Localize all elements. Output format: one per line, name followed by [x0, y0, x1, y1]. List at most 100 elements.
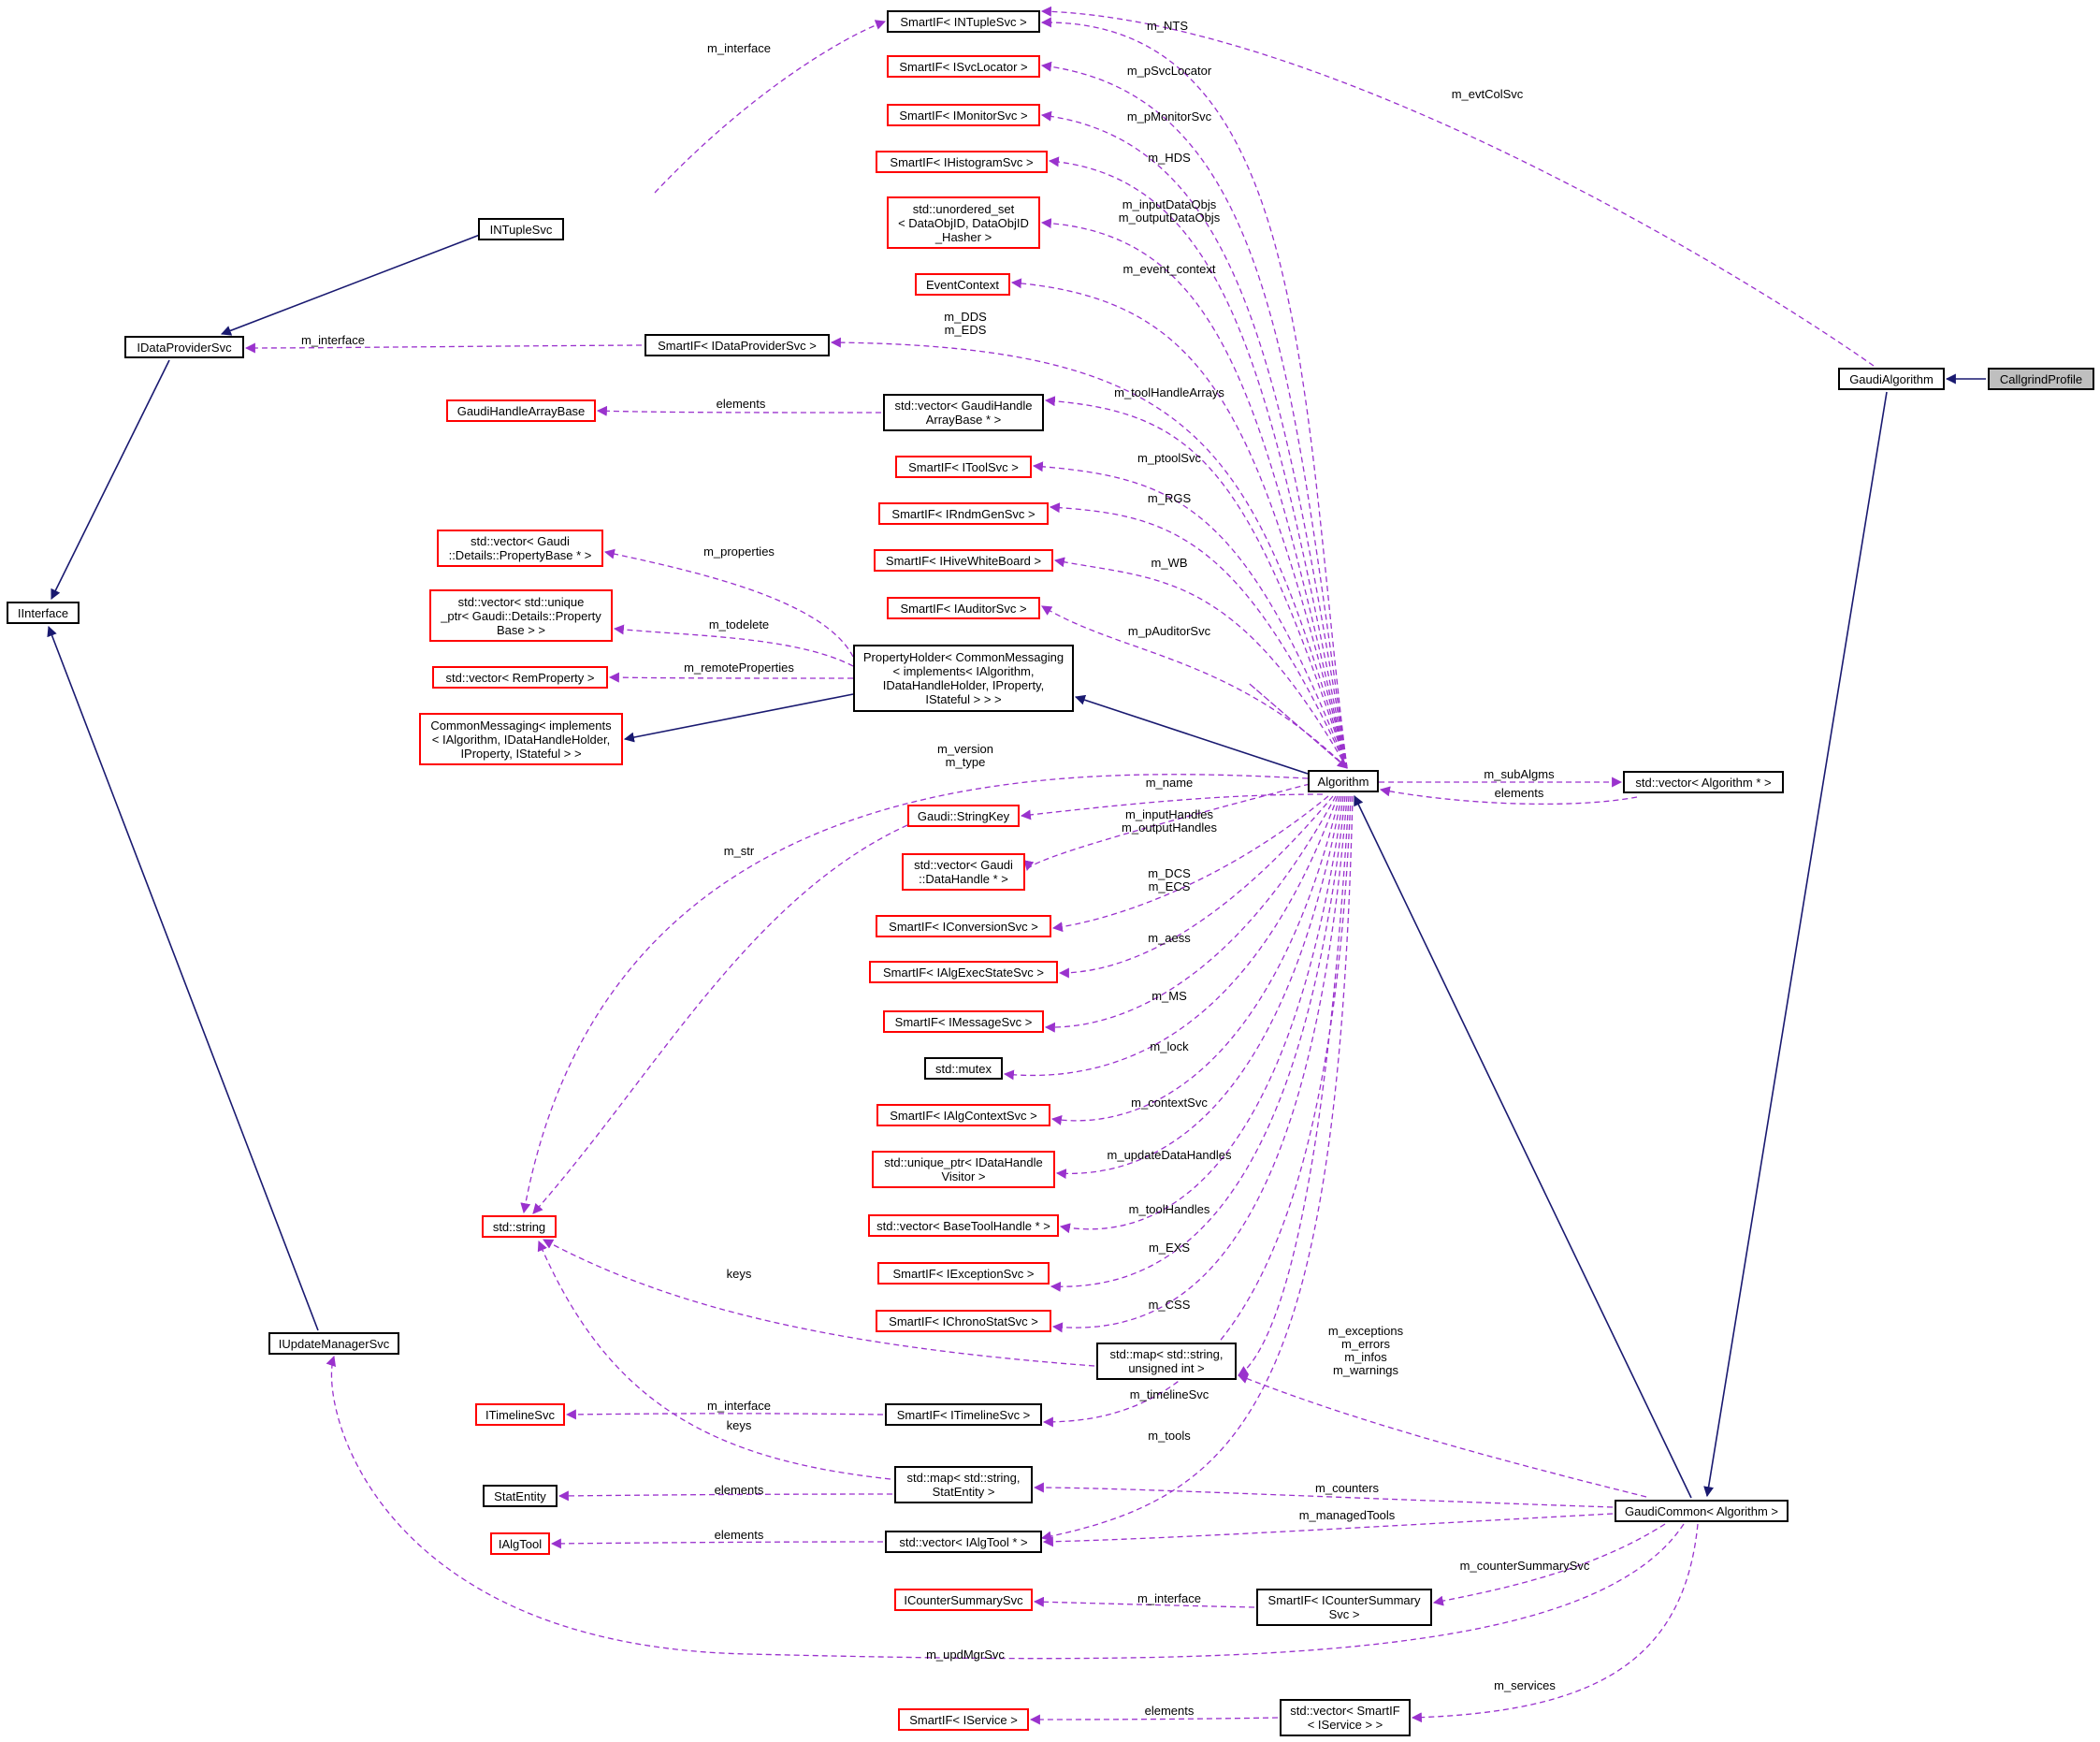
- edge-label-interface-dataprov: m_interface: [301, 333, 365, 347]
- class-node-sp-tool[interactable]: SmartIF< IToolSvc >: [895, 456, 1032, 478]
- class-node-vec-dh[interactable]: std::vector< Gaudi ::DataHandle * >: [902, 853, 1025, 891]
- usage-edge-49: [1042, 1513, 1614, 1547]
- usage-edge-42: [244, 342, 643, 354]
- usage-edge-16: [1044, 396, 1348, 769]
- class-node-sp-auditor[interactable]: SmartIF< IAuditorSvc >: [887, 597, 1040, 619]
- class-node-sp-histo[interactable]: SmartIF< IHistogramSvc >: [876, 151, 1048, 173]
- class-node-iinterface[interactable]: IInterface: [7, 602, 80, 624]
- class-node-mutex[interactable]: std::mutex: [924, 1057, 1003, 1080]
- class-node-uptr-dhv[interactable]: std::unique_ptr< IDataHandle Visitor >: [872, 1151, 1055, 1188]
- usage-edge-21: [1248, 682, 1348, 769]
- class-node-sp-chrono[interactable]: SmartIF< IChronoStatSvc >: [876, 1310, 1051, 1332]
- class-node-vecalg[interactable]: std::vector< Algorithm * >: [1623, 771, 1784, 793]
- class-node-commonmsg[interactable]: CommonMessaging< implements < IAlgorithm…: [419, 713, 623, 765]
- edge-label-datobjs: m_inputDataObjs m_outputDataObjs: [1118, 197, 1221, 225]
- class-node-idataprov[interactable]: IDataProviderSvc: [124, 336, 244, 358]
- edge-label-dcs: m_DCS m_ECS: [1148, 866, 1191, 893]
- class-node-vec-uptr-prop[interactable]: std::vector< std::unique _ptr< Gaudi::De…: [429, 589, 613, 642]
- usage-edge-48: [1033, 1482, 1614, 1508]
- usage-edge-51: [326, 1355, 1685, 1660]
- class-node-eventctx[interactable]: EventContext: [915, 273, 1010, 296]
- edge-label-toolhandlearrays: m_toolHandleArrays: [1114, 385, 1224, 399]
- class-node-uset[interactable]: std::unordered_set < DataObjID, DataObjI…: [887, 196, 1040, 249]
- class-node-ialgtool[interactable]: IAlgTool: [490, 1532, 550, 1555]
- class-node-icsum[interactable]: ICounterSummarySvc: [894, 1589, 1033, 1611]
- class-node-iupdmgr[interactable]: IUpdateManagerSvc: [268, 1332, 399, 1355]
- class-node-stringkey[interactable]: Gaudi::StringKey: [907, 805, 1020, 827]
- edge-label-lock: m_lock: [1150, 1039, 1189, 1053]
- class-node-sp-conv[interactable]: SmartIF< IConversionSvc >: [876, 915, 1051, 937]
- class-node-sp-msg[interactable]: SmartIF< IMessageSvc >: [883, 1010, 1044, 1033]
- class-node-map-stat[interactable]: std::map< std::string, StatEntity >: [894, 1466, 1033, 1503]
- edge-label-services: m_services: [1494, 1678, 1556, 1692]
- edge-label-ms: m_MS: [1151, 989, 1187, 1003]
- usage-edge-52: [1411, 1523, 1699, 1723]
- usage-edge-14: [1010, 278, 1348, 769]
- class-node-sp-algctx[interactable]: SmartIF< IAlgContextSvc >: [876, 1104, 1050, 1126]
- class-node-sp-aes[interactable]: SmartIF< IAlgExecStateSvc >: [869, 961, 1058, 983]
- usage-edge-53: [565, 1409, 884, 1420]
- usage-edge-27: [1058, 795, 1334, 979]
- edge-label-tools: m_tools: [1148, 1429, 1191, 1443]
- edge-label-version: m_version m_type: [937, 742, 993, 769]
- edge-label-css: m_CSS: [1148, 1298, 1191, 1312]
- edge-label-psvclocator: m_pSvcLocator: [1126, 64, 1212, 78]
- usage-edge-54: [558, 1490, 893, 1502]
- edge-label-elements-vecalg: elements: [1494, 786, 1544, 800]
- class-node-vec-propbase[interactable]: std::vector< Gaudi ::Details::PropertyBa…: [437, 530, 603, 567]
- class-node-intuplesvc[interactable]: INTupleSvc: [478, 218, 564, 240]
- class-node-map-uint[interactable]: std::map< std::string, unsigned int >: [1096, 1343, 1237, 1380]
- inheritance-edge-6: [51, 359, 170, 600]
- usage-edge-35: [1238, 795, 1350, 1376]
- usage-edge-11: [1040, 110, 1348, 769]
- edge-label-ptoolsvc: m_ptoolSvc: [1137, 451, 1201, 465]
- usage-edge-23: [1379, 786, 1638, 806]
- class-node-statentity[interactable]: StatEntity: [483, 1485, 558, 1507]
- class-node-vec-bth[interactable]: std::vector< BaseToolHandle * >: [868, 1214, 1059, 1237]
- class-node-gaudialg[interactable]: GaudiAlgorithm: [1838, 368, 1945, 390]
- class-node-sp-svcloc[interactable]: SmartIF< ISvcLocator >: [887, 55, 1040, 78]
- class-node-sp-exc[interactable]: SmartIF< IExceptionSvc >: [877, 1262, 1050, 1285]
- class-node-callgrind[interactable]: CallgrindProfile: [1988, 368, 2094, 390]
- usage-edge-28: [1044, 795, 1337, 1033]
- class-node-vec-remprop[interactable]: std::vector< RemProperty >: [432, 666, 608, 689]
- class-node-sp-csum[interactable]: SmartIF< ICounterSummary Svc >: [1256, 1589, 1432, 1626]
- class-node-sp-monitor[interactable]: SmartIF< IMonitorSvc >: [887, 104, 1040, 126]
- class-node-propholder[interactable]: PropertyHolder< CommonMessaging < implem…: [853, 645, 1074, 712]
- edge-label-subalgms: m_subAlgms: [1484, 767, 1555, 781]
- class-node-sp-dataprov[interactable]: SmartIF< IDataProviderSvc >: [644, 334, 830, 356]
- usage-edge-47: [1237, 1373, 1647, 1498]
- edge-label-updmgrsvc: m_updMgrSvc: [926, 1648, 1005, 1662]
- usage-edge-15: [830, 337, 1348, 769]
- class-node-string[interactable]: std::string: [482, 1215, 557, 1238]
- usage-edge-18: [1049, 502, 1348, 769]
- class-node-sp-rndm[interactable]: SmartIF< IRndmGenSvc >: [878, 502, 1049, 525]
- class-node-gaudicommon[interactable]: GaudiCommon< Algorithm >: [1615, 1500, 1789, 1522]
- class-node-sp-iservice[interactable]: SmartIF< IService >: [898, 1708, 1029, 1731]
- class-node-vec-gha[interactable]: std::vector< GaudiHandle ArrayBase * >: [883, 394, 1044, 431]
- edge-label-wb: m_WB: [1151, 556, 1188, 570]
- edge-label-interface-timeline: m_interface: [707, 1399, 771, 1413]
- class-node-sp-hive[interactable]: SmartIF< IHiveWhiteBoard >: [874, 549, 1053, 572]
- class-node-itimeline[interactable]: ITimelineSvc: [475, 1403, 565, 1426]
- edge-label-pauditorsvc: m_pAuditorSvc: [1127, 624, 1211, 638]
- edge-label-counters: m_counters: [1315, 1481, 1379, 1495]
- class-node-sp-ntuple[interactable]: SmartIF< INTupleSvc >: [887, 10, 1040, 33]
- usage-edge-39: [532, 824, 908, 1214]
- edge-label-countersummarysvc: m_counterSummarySvc: [1459, 1559, 1590, 1573]
- usage-edge-45: [613, 624, 854, 667]
- edge-label-keys-stat: keys: [726, 1418, 752, 1432]
- usage-edge-19: [1053, 557, 1348, 769]
- class-node-vec-svc[interactable]: std::vector< SmartIF < IService > >: [1280, 1699, 1411, 1736]
- edge-label-hds: m_HDS: [1148, 151, 1191, 165]
- class-node-vec-algtool[interactable]: std::vector< IAlgTool * >: [885, 1531, 1042, 1553]
- class-node-sp-timeline[interactable]: SmartIF< ITimelineSvc >: [885, 1403, 1042, 1426]
- usage-edge-17: [1032, 461, 1348, 769]
- usage-edge-29: [1003, 795, 1339, 1081]
- edge-label-toolhandles: m_toolHandles: [1128, 1202, 1210, 1216]
- usage-edge-36: [1042, 795, 1352, 1428]
- class-node-gha-base[interactable]: GaudiHandleArrayBase: [446, 399, 596, 422]
- usage-edge-44: [603, 548, 854, 658]
- class-node-algorithm[interactable]: Algorithm: [1308, 770, 1379, 792]
